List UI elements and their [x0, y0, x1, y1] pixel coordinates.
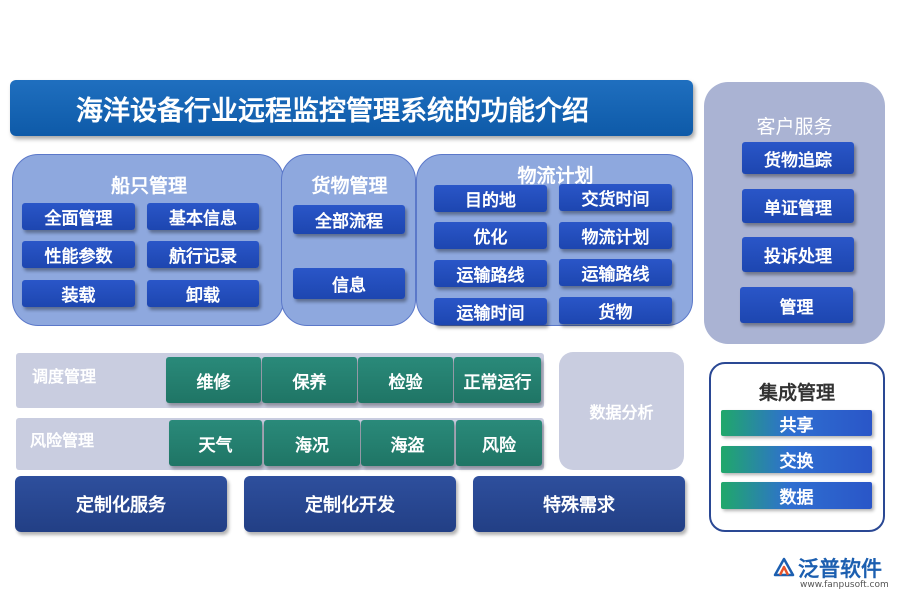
- logistics-item-destination[interactable]: 目的地: [434, 185, 547, 212]
- risk-item-risk[interactable]: 风险: [456, 420, 542, 466]
- logistics-item-transport-route-1[interactable]: 运输路线: [434, 260, 547, 287]
- logistics-plan-title: 物流计划: [517, 165, 594, 187]
- ship-item-voyage-record[interactable]: 航行记录: [147, 241, 259, 268]
- ship-item-basic-info[interactable]: 基本信息: [147, 203, 259, 230]
- logistics-item-logistics-plan[interactable]: 物流计划: [559, 222, 672, 249]
- risk-management-label: 风险管理: [30, 431, 95, 450]
- dispatch-item-inspection[interactable]: 检验: [358, 357, 453, 403]
- data-analysis-panel[interactable]: 数据分析: [559, 352, 684, 470]
- brand-url: www.fanpusoft.com: [800, 580, 889, 590]
- dispatch-item-normal-operation[interactable]: 正常运行: [454, 357, 541, 403]
- special-requirements-button[interactable]: 特殊需求: [473, 476, 685, 532]
- logistics-item-transport-route-2[interactable]: 运输路线: [559, 259, 672, 286]
- integration-management-title: 集成管理: [758, 382, 835, 404]
- data-analysis-label: 数据分析: [589, 403, 654, 422]
- ship-item-full-management[interactable]: 全面管理: [22, 203, 135, 230]
- dispatch-item-maintenance[interactable]: 保养: [262, 357, 357, 403]
- brand-logo-icon: [773, 557, 795, 577]
- custom-service-button[interactable]: 定制化服务: [15, 476, 227, 532]
- cargo-item-full-process[interactable]: 全部流程: [293, 205, 405, 234]
- customer-item-cargo-tracking[interactable]: 货物追踪: [742, 142, 854, 174]
- customer-item-document-management[interactable]: 单证管理: [742, 189, 854, 223]
- ship-management-title: 船只管理: [110, 175, 187, 197]
- brand-name: 泛普软件: [798, 557, 882, 581]
- customer-service-title: 客户服务: [756, 116, 833, 138]
- logistics-item-optimization[interactable]: 优化: [434, 222, 547, 249]
- customer-item-complaint-handling[interactable]: 投诉处理: [742, 237, 854, 272]
- dispatch-management-label: 调度管理: [32, 367, 97, 386]
- customer-item-management[interactable]: 管理: [740, 287, 853, 323]
- ship-item-loading[interactable]: 装载: [22, 280, 135, 307]
- risk-item-piracy[interactable]: 海盗: [361, 420, 454, 466]
- cargo-item-info[interactable]: 信息: [293, 268, 405, 299]
- integration-item-exchange[interactable]: 交换: [721, 446, 872, 473]
- integration-item-data[interactable]: 数据: [721, 482, 872, 509]
- logistics-item-delivery-time[interactable]: 交货时间: [559, 184, 672, 211]
- page-title: 海洋设备行业远程监控管理系统的功能介绍: [10, 80, 693, 136]
- risk-item-weather[interactable]: 天气: [169, 420, 262, 466]
- brand-logo: 泛普软件 www.fanpusoft.com: [772, 553, 896, 593]
- ship-item-performance[interactable]: 性能参数: [22, 241, 135, 268]
- ship-item-unloading[interactable]: 卸载: [147, 280, 259, 307]
- risk-item-sea-condition[interactable]: 海况: [264, 420, 360, 466]
- custom-development-button[interactable]: 定制化开发: [244, 476, 456, 532]
- cargo-management-title: 货物管理: [311, 175, 388, 197]
- logistics-item-transport-time[interactable]: 运输时间: [434, 298, 547, 325]
- dispatch-item-repair[interactable]: 维修: [166, 357, 261, 403]
- logistics-item-cargo[interactable]: 货物: [559, 297, 672, 324]
- cargo-management-panel: 货物管理: [281, 154, 416, 326]
- integration-item-share[interactable]: 共享: [721, 410, 872, 436]
